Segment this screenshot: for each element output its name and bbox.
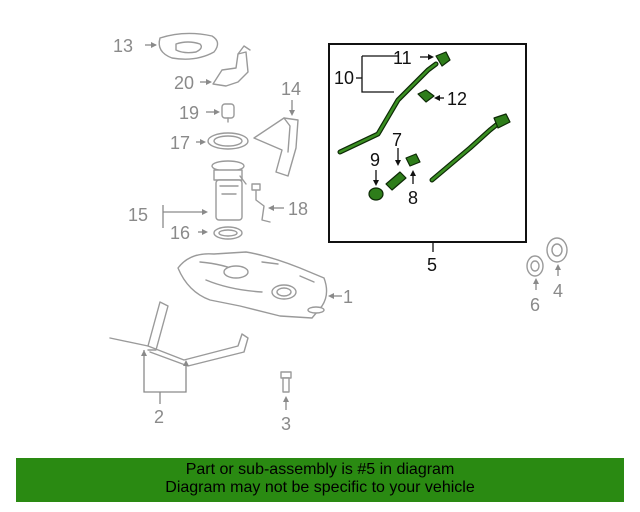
part-19-valve <box>221 103 235 123</box>
part-11-cap <box>435 51 451 67</box>
callout-9: 9 <box>370 150 380 170</box>
part-1-fuel-tank <box>177 251 328 319</box>
part-2-tank-straps <box>109 301 249 367</box>
callout-2: 2 <box>154 407 164 427</box>
callout-10: 10 <box>334 68 354 88</box>
part-10-filler-pipe <box>337 61 439 155</box>
leader-15 <box>162 205 206 228</box>
callout-5: 5 <box>427 255 437 275</box>
callout-13: 13 <box>113 36 133 56</box>
callout-16: 16 <box>170 223 190 243</box>
notice-banner: Part or sub-assembly is #5 in diagram Di… <box>16 458 624 502</box>
part-16-seal <box>213 226 243 240</box>
part-7-hose <box>385 171 407 191</box>
callout-14: 14 <box>281 79 301 99</box>
part-9-grommet <box>368 187 384 201</box>
part-3-bolt <box>280 371 292 393</box>
part-18-sender <box>251 183 271 223</box>
callout-17: 17 <box>170 133 190 153</box>
part-20-bracket <box>212 45 251 87</box>
leader-2 <box>143 350 187 393</box>
part-12-clip <box>417 89 435 103</box>
part-4-grommet <box>546 237 568 263</box>
callout-15: 15 <box>128 205 148 225</box>
part-8-clamp <box>405 153 421 167</box>
part-15-fuel-pump-module <box>211 160 247 221</box>
part-14-heat-shield <box>253 117 299 177</box>
callout-8: 8 <box>408 188 418 208</box>
callout-19: 19 <box>179 103 199 123</box>
callout-18: 18 <box>288 199 308 219</box>
callout-3: 3 <box>281 414 291 434</box>
sub-assembly-5-box <box>328 43 527 243</box>
callout-7: 7 <box>392 130 402 150</box>
callout-4: 4 <box>553 281 563 301</box>
callout-12: 12 <box>447 89 467 109</box>
callout-20: 20 <box>174 73 194 93</box>
part-17-seal-ring <box>207 132 249 150</box>
callout-6: 6 <box>530 295 540 315</box>
notice-line-2: Diagram may not be specific to your vehi… <box>165 479 475 496</box>
callout-1: 1 <box>343 287 353 307</box>
part-6-grommet <box>526 255 544 277</box>
notice-line-1: Part or sub-assembly is #5 in diagram <box>185 461 455 478</box>
part-13-shield <box>158 32 219 60</box>
leader-10 <box>361 56 394 93</box>
part-5-vent-tube <box>429 113 511 183</box>
callout-11: 11 <box>393 48 412 68</box>
